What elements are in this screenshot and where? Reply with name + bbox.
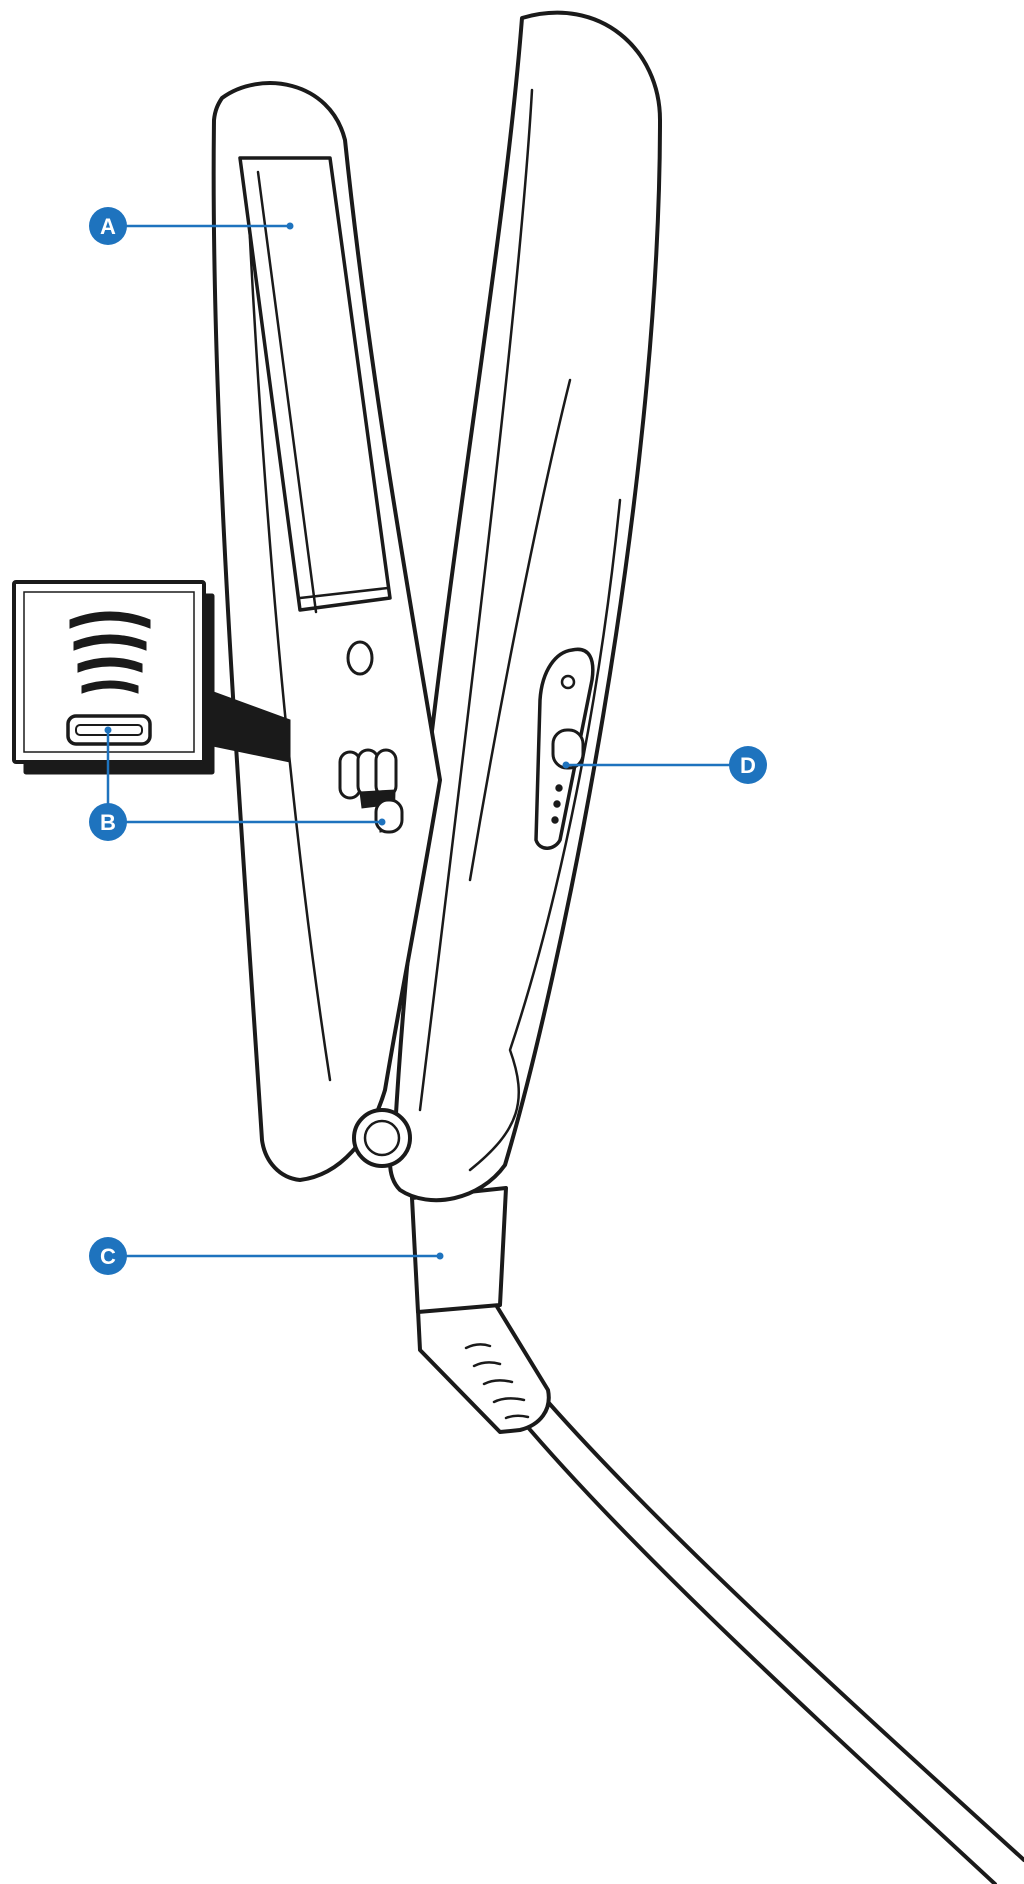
callout-a-label: A <box>100 214 116 239</box>
swivel-cord-base <box>410 1186 508 1314</box>
hinge-pivot <box>352 1108 412 1168</box>
cord-strain-relief <box>416 1303 551 1434</box>
callout-d-leader <box>562 761 730 769</box>
power-cord <box>518 1400 1024 1884</box>
callout-d-label: D <box>740 753 756 778</box>
callout-c: C <box>89 1237 127 1275</box>
callout-a: A <box>89 207 127 245</box>
callout-c-label: C <box>100 1244 116 1269</box>
callout-b: B <box>89 803 127 841</box>
temperature-wheel <box>338 748 404 834</box>
callout-leaders <box>104 222 730 1260</box>
callout-c-leader <box>126 1252 444 1260</box>
heat-indicator-inset <box>12 580 291 775</box>
callout-b-label: B <box>100 810 116 835</box>
heating-plate <box>238 156 392 614</box>
callout-a-leader <box>124 222 294 230</box>
power-slider <box>534 647 595 850</box>
lock-button <box>346 640 374 676</box>
right-arm <box>388 10 662 1203</box>
callout-d: D <box>729 746 767 784</box>
